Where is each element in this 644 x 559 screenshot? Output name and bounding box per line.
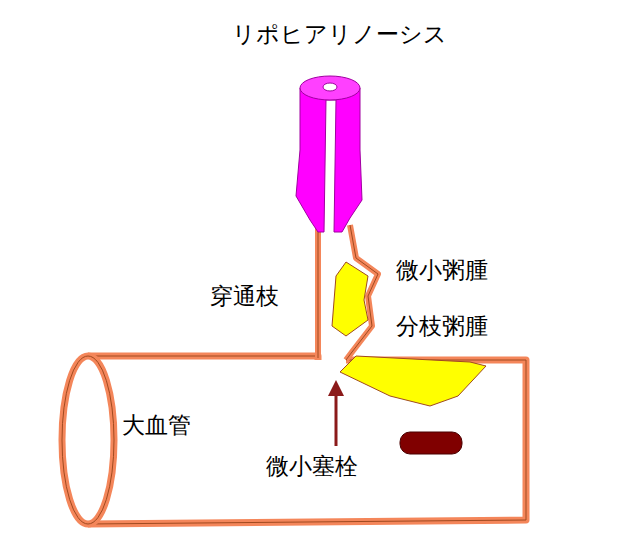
part-label: 穿通枝 xyxy=(210,282,279,310)
branch-atheroma xyxy=(340,356,486,406)
lipohyalinosis xyxy=(296,76,362,232)
part-label: 大血管 xyxy=(122,411,191,439)
part-label: リポヒアリノーシス xyxy=(232,20,447,48)
perforating-branch xyxy=(318,225,378,360)
embolus-arrow xyxy=(328,380,344,446)
part-label: 微小粥腫 xyxy=(396,256,488,284)
microembolus xyxy=(400,432,462,454)
large-vessel xyxy=(62,356,526,524)
microatheroma xyxy=(332,262,368,336)
part-label: 微小塞栓 xyxy=(266,452,358,480)
part-label: 分枝粥腫 xyxy=(396,312,488,340)
